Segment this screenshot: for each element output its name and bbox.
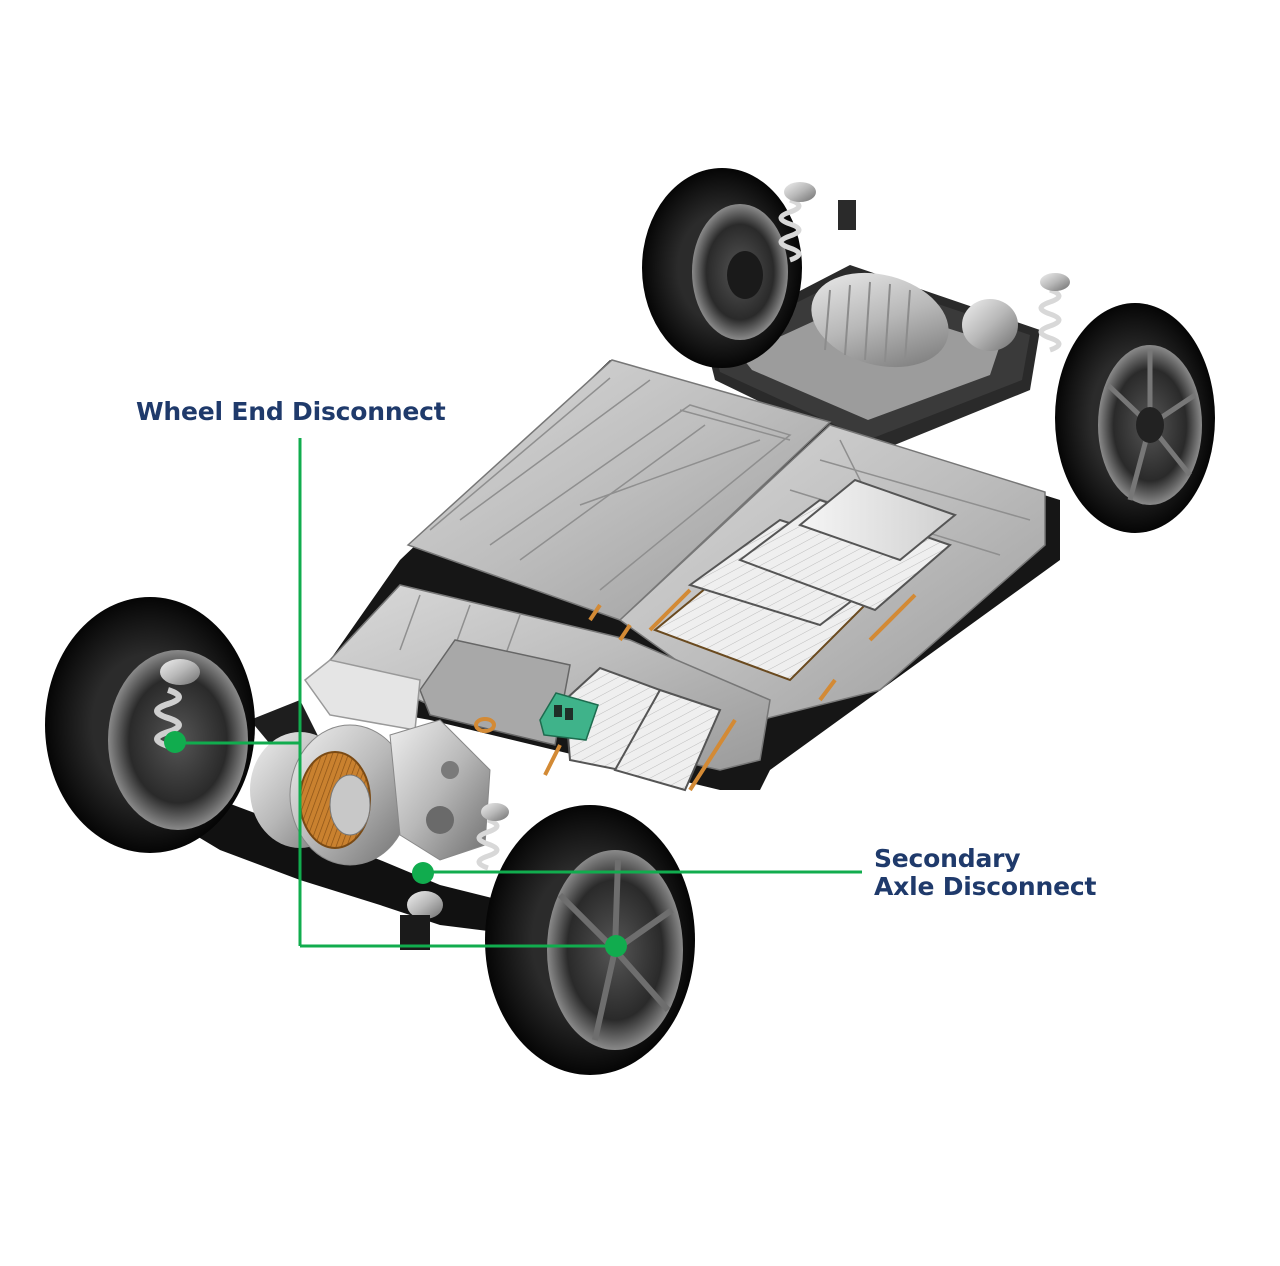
bms-circuit-board (539, 692, 599, 741)
secondary-axle-disconnect-label: Secondary Axle Disconnect (874, 845, 1096, 901)
battery-pack (320, 359, 1060, 792)
rear-right-wheel (1055, 303, 1215, 533)
front-right-wheel (485, 805, 695, 1075)
front-axle-assembly (170, 659, 540, 950)
callout-dot-front-left-hub[interactable] (164, 731, 186, 753)
rear-right-shock (1038, 273, 1070, 353)
secondary-label-line2: Axle Disconnect (874, 872, 1097, 901)
callout-wheel-end-disconnect (175, 438, 616, 948)
rear-left-wheel (642, 168, 802, 368)
callout-dot-front-axle[interactable] (412, 862, 434, 884)
front-left-wheel (45, 597, 255, 853)
callout-dot-front-right-hub[interactable] (605, 935, 627, 957)
secondary-label-line1: Secondary (874, 844, 1021, 873)
wheel-end-disconnect-label: Wheel End Disconnect (136, 397, 446, 426)
rear-left-shock (778, 182, 816, 263)
